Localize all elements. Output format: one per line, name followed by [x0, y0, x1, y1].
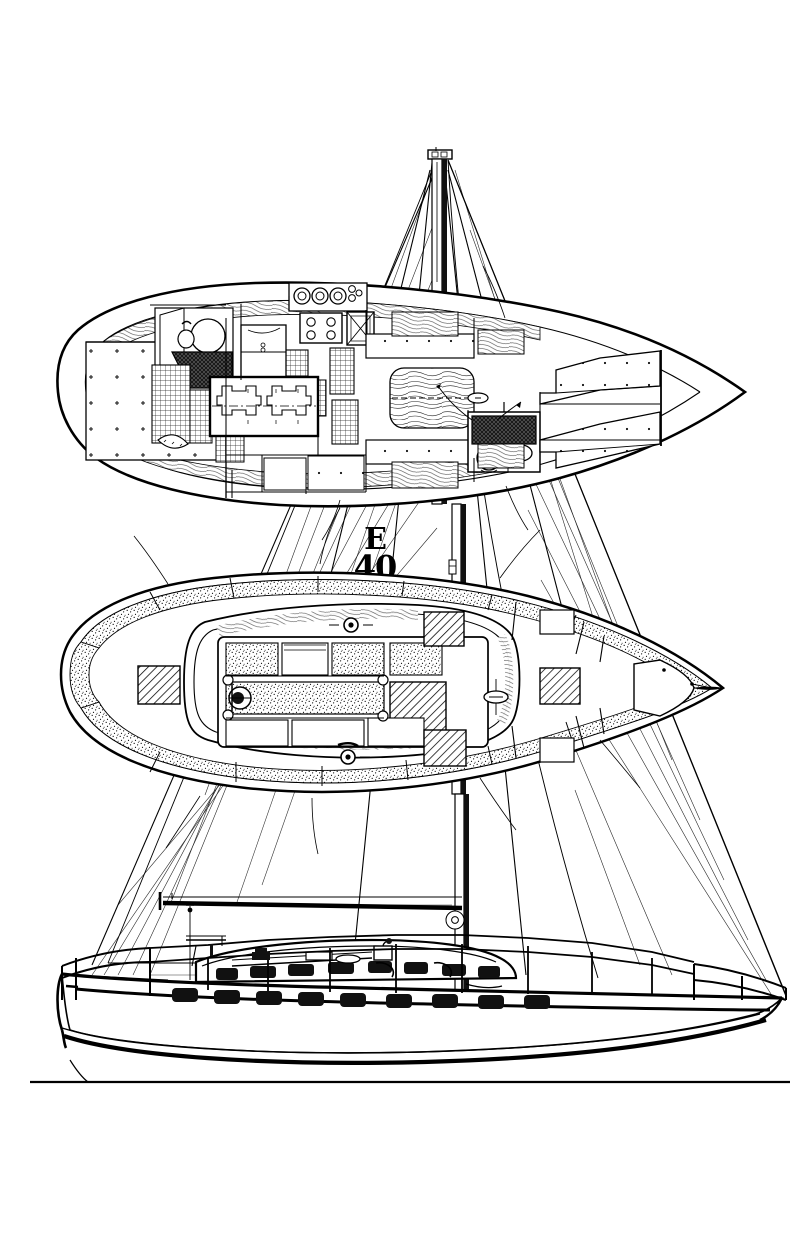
companionway-profile — [305, 951, 333, 961]
companionway — [281, 642, 329, 676]
hull-bottom — [61, 1013, 761, 1054]
mast-step-joinery — [389, 367, 489, 429]
anchor-roller-icon — [693, 686, 723, 690]
plan-leader-line — [321, 499, 341, 541]
keel-root — [69, 1059, 89, 1083]
galley-sinks-icon — [293, 285, 363, 305]
deck-plan — [59, 507, 726, 855]
quarter-berth-grain — [391, 311, 459, 489]
foredeck-panels — [511, 601, 605, 759]
stern-pulpit — [61, 947, 151, 1000]
logo-letter: E — [364, 522, 386, 557]
bow-pulpit — [693, 963, 787, 1001]
winch-profile-icon — [252, 952, 270, 960]
boot-stripe — [63, 1017, 767, 1065]
toilet-icon — [177, 320, 195, 349]
deck-leader-lines — [133, 507, 641, 855]
cockpit-seat — [225, 642, 279, 676]
starboard-settee-backrest — [477, 329, 525, 469]
cockpit-sole — [225, 681, 385, 715]
deck-hardware-profile — [186, 935, 503, 989]
deck-fittings — [326, 617, 509, 765]
aft-locker-detail — [263, 455, 365, 491]
deck-hatch — [539, 667, 581, 705]
cockpit-seat — [389, 642, 443, 676]
plan-leader-line — [505, 485, 529, 531]
sail-profile-view — [30, 934, 790, 1084]
mast-winch-icon — [445, 910, 465, 930]
bow-stem — [759, 997, 784, 1022]
sheer-stripe — [75, 987, 771, 1012]
lifelines-and-stanchions — [149, 934, 695, 996]
deck-hatch — [423, 729, 467, 767]
cockpit-seat — [367, 717, 425, 747]
shell-fitting-icon — [157, 434, 189, 449]
saloon-table-assembly — [208, 375, 320, 438]
v-berth — [539, 350, 661, 469]
deck-hatch — [423, 611, 465, 647]
sheer-line — [61, 972, 783, 1000]
boom — [158, 892, 463, 980]
forward-shower-sole — [471, 415, 537, 445]
cockpit-seat — [225, 719, 289, 747]
steering-wheel-icon — [228, 686, 252, 710]
hatch-profile-icon — [335, 954, 361, 964]
cockpit — [217, 636, 489, 748]
plan-leader-line — [482, 265, 506, 319]
forestay — [447, 159, 787, 997]
cockpit-seat — [291, 719, 365, 747]
nonskid-deck — [69, 579, 714, 784]
hull-portlights — [172, 988, 550, 1009]
accommodation-plan: 1 — [56, 265, 748, 541]
cockpit-seat — [331, 642, 385, 676]
deck-hatches — [137, 609, 581, 767]
stove-icon — [299, 312, 343, 344]
deck-hatch — [137, 665, 181, 705]
cockpit-winch-icon — [222, 674, 389, 722]
head-basin-icon — [190, 318, 226, 354]
nav-station — [240, 324, 287, 381]
transom — [56, 973, 64, 1031]
galley — [288, 282, 375, 346]
gooseneck-icon — [448, 559, 457, 575]
accommodation-joinery-lines — [150, 296, 541, 498]
